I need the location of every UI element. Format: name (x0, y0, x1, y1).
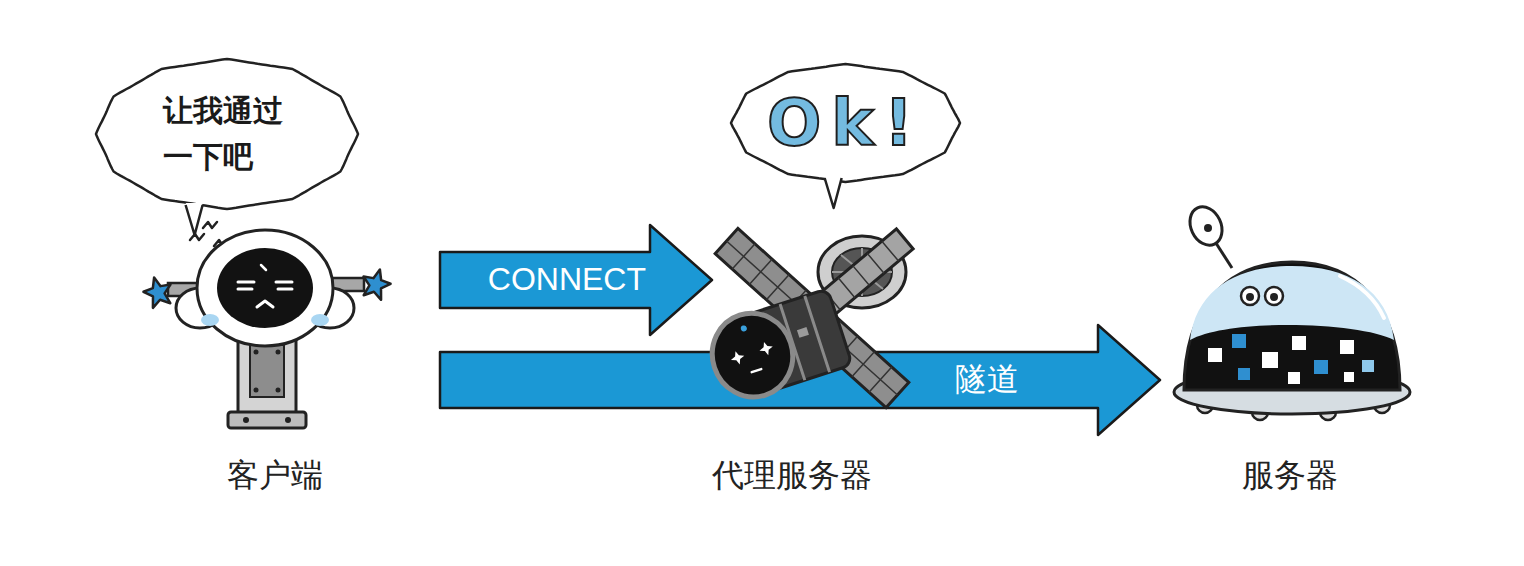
client-robot-part (285, 417, 291, 423)
server-robot-part (1184, 262, 1400, 390)
server-robot-part (1208, 348, 1222, 362)
arrow-label: 隧道 (955, 362, 1019, 397)
server-robot-part (1270, 293, 1278, 301)
client-robot-part (243, 417, 249, 423)
client-robot-part (359, 266, 394, 301)
proxy-satellite-part-part (752, 369, 762, 372)
proxy-satellite-part-part (729, 349, 747, 367)
proxy-satellite-part-part (701, 303, 803, 408)
client-robot-part (311, 314, 329, 326)
client-robot-part (141, 274, 176, 309)
server-robot-part (1292, 336, 1306, 350)
server-robot (1174, 202, 1410, 420)
bubble-text: 让我通过 一下吧 (163, 88, 291, 181)
node-label: 代理服务器 (712, 457, 872, 494)
node-label: 服务器 (1242, 457, 1338, 494)
client-robot-part (276, 350, 281, 355)
client-robot-part (261, 265, 266, 270)
client-robot-part (257, 301, 273, 307)
server-robot-part (1362, 360, 1374, 372)
block-arrow-shape (440, 225, 712, 335)
bubble-body (96, 59, 358, 209)
speech-bubble: Ok! (727, 60, 964, 211)
proxy-satellite-part-part (740, 325, 748, 333)
client-robot-part (217, 248, 313, 328)
bubble-tail-outline (824, 178, 841, 208)
server-robot-part (1238, 368, 1250, 380)
client-robot-part (197, 230, 333, 346)
client-robot-part (201, 314, 219, 326)
client-robot (141, 222, 394, 428)
server-robot-part (1344, 372, 1354, 382)
client-robot-part (238, 282, 292, 289)
proxy-satellite-part-part (797, 327, 809, 338)
bubble-body (731, 64, 960, 182)
node-label: 客户端 (227, 457, 323, 494)
client-robot-part (254, 350, 259, 355)
server-robot-part (1340, 276, 1384, 318)
server-robot-part (1246, 293, 1254, 301)
proxy-satellite-part (701, 287, 852, 408)
server-robot-part (1184, 202, 1228, 251)
bubble-tail (824, 176, 841, 208)
server-robot-part (1232, 334, 1246, 348)
server-robot-part (1288, 372, 1300, 384)
proxy-satellite-part-part (757, 340, 775, 358)
client-node: 客户端 (110, 200, 440, 505)
server-robot-part (1241, 287, 1259, 305)
client-robot-part (276, 388, 281, 393)
proxy-satellite (701, 228, 913, 407)
bubble-tail (186, 203, 203, 235)
speech-bubble: 让我通过 一下吧 (92, 55, 362, 238)
block-arrow (440, 225, 712, 335)
bubble-text: Ok! (767, 88, 923, 158)
arrow-label: CONNECT (488, 262, 646, 297)
server-node: 服务器 (1160, 200, 1420, 505)
client-robot-part (254, 388, 259, 393)
bubble-tail-outline (186, 205, 203, 235)
server-robot-part (1340, 340, 1354, 354)
server-robot-part (1204, 224, 1212, 232)
server-robot-part (1314, 360, 1328, 374)
client-robot-part (228, 412, 306, 428)
server-robot-part (1265, 287, 1283, 305)
server-robot-part (1190, 266, 1394, 340)
server-robot-part (1262, 352, 1278, 368)
client-robot-part (250, 345, 284, 397)
proxy-node: 代理服务器 (712, 200, 922, 505)
